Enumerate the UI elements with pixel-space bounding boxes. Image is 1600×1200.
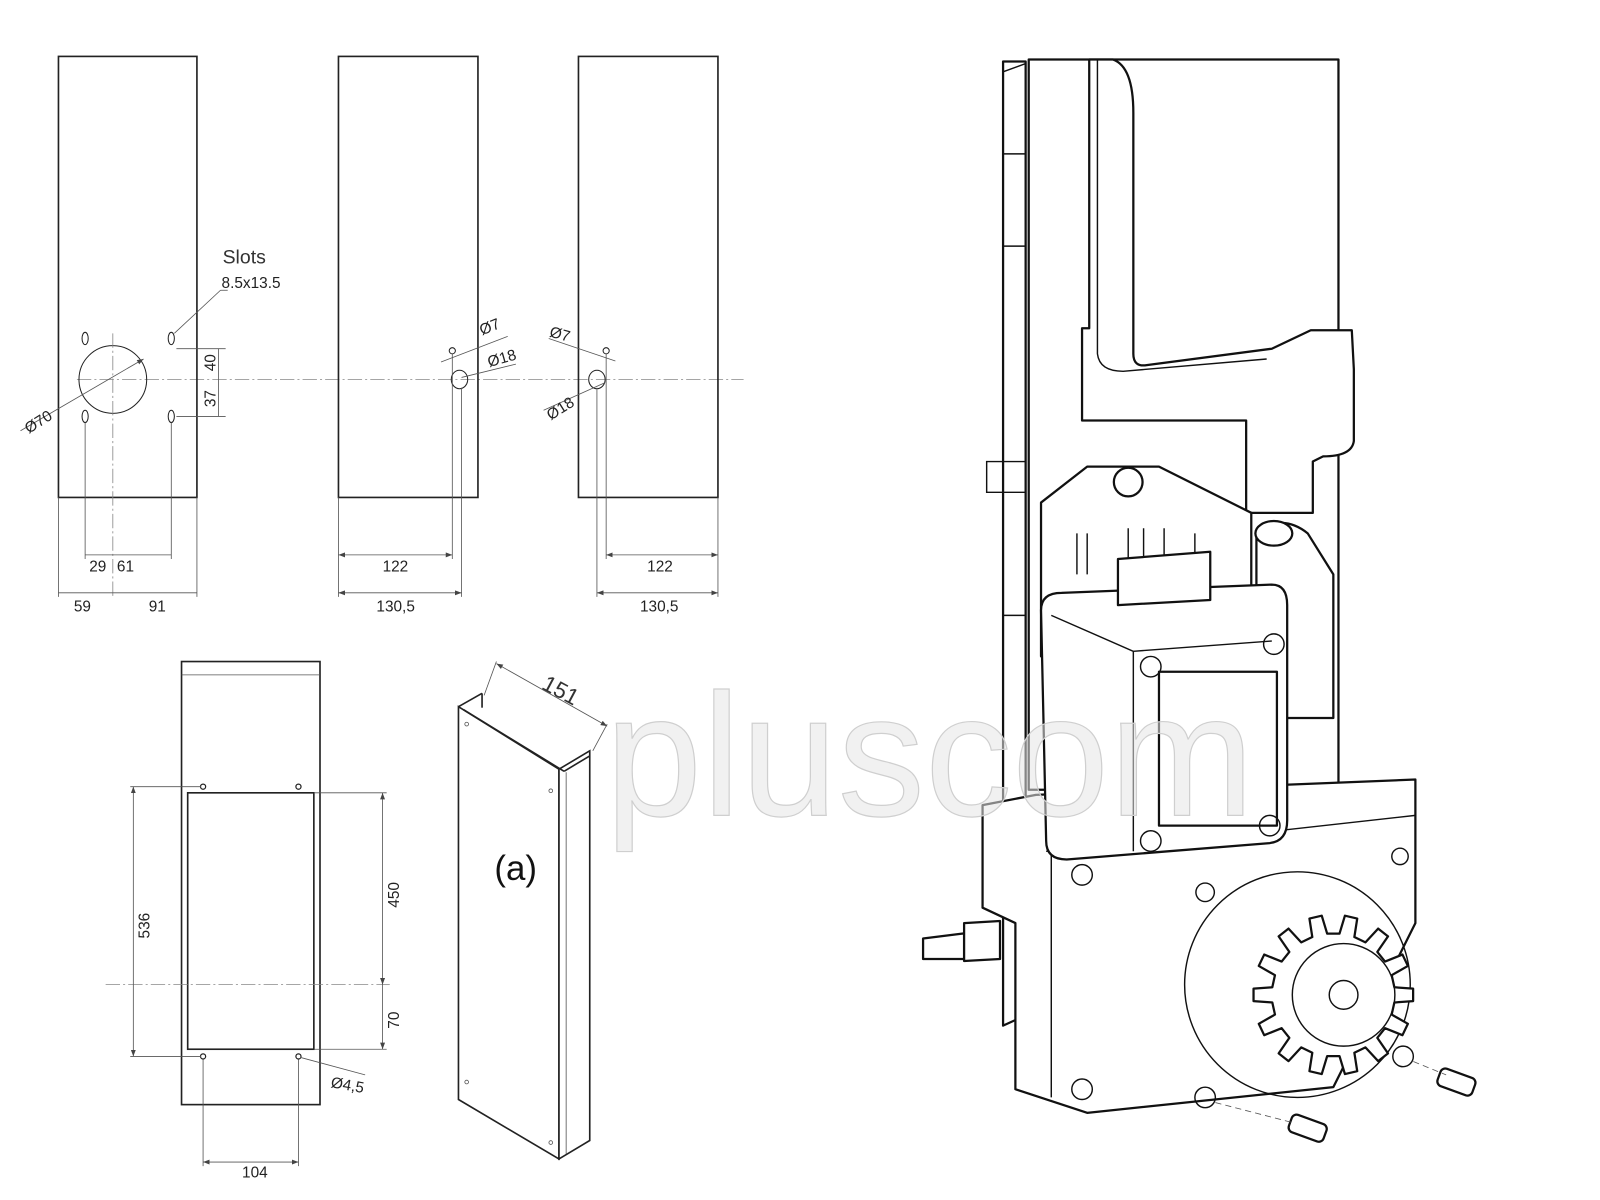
dim-29: 29 [89,558,106,575]
dim-59: 59 [74,598,91,615]
motor-assembly-drawing [921,58,1477,1143]
slots-size-label: 8.5x13.5 [222,275,281,292]
watermark-logo: pluscom [605,657,1254,852]
dim-91: 91 [149,598,166,615]
panel-2-drawing [337,55,516,597]
dim-70: 70 [386,1012,403,1029]
panel-3-dim-122: 122 [647,558,673,575]
dim-450: 450 [386,882,403,908]
panel-2-large-hole: Ø18 [486,347,519,371]
cover-isometric [457,661,608,1161]
panel-2-small-hole: Ø7 [477,316,502,339]
dim-536: 536 [137,913,154,939]
dim-61: 61 [117,558,134,575]
dim-37: 37 [202,390,219,407]
panel-2-dim-130-5: 130,5 [376,598,414,615]
cover-label: (a) [494,849,537,888]
cover-width-151: 151 [538,671,583,711]
dim-104: 104 [242,1164,268,1181]
hole-diameter-4-5: Ø4,5 [330,1074,366,1097]
hole-diameter-label: Ø70 [22,407,56,437]
panel-2-dim-122: 122 [383,558,409,575]
pinion-gear [1252,914,1415,1076]
panel-4-drawing [105,660,390,1167]
panel-3-large-hole: Ø18 [544,394,578,424]
panel-3-drawing [543,55,719,597]
panel-3-dim-130-5: 130,5 [640,598,678,615]
dim-40: 40 [202,354,219,371]
panel-1-drawing [20,55,228,597]
panel-3-small-hole: Ø7 [548,324,572,346]
slots-label: Slots [223,247,267,269]
